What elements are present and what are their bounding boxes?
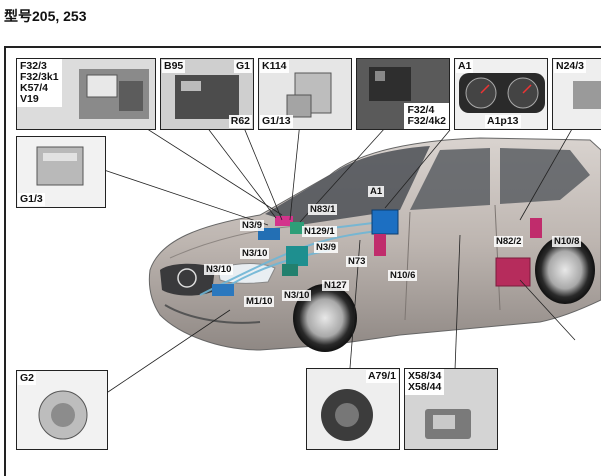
inset-n24-3: N24/3 [552, 58, 601, 130]
callout-n3-10-left: N3/10 [204, 264, 234, 275]
label-f32-4: F32/4 [407, 104, 435, 116]
label-b95: B95 [162, 60, 186, 73]
label-r62: R62 [228, 115, 252, 128]
fuse-box-2-labels: F32/4 F32/4k2 [404, 103, 449, 129]
x58-labels: X58/34 X58/44 [405, 369, 445, 395]
callout-n73: N73 [346, 256, 368, 267]
label-f32-4k2: F32/4k2 [407, 115, 446, 127]
inset-alternator: G2 [16, 370, 108, 450]
label-g2: G2 [18, 372, 37, 385]
label-k57-4: K57/4 [20, 82, 49, 94]
callout-n129-1: N129/1 [302, 226, 337, 237]
callout-n3-10-a: N3/10 [240, 248, 270, 259]
inset-instrument-cluster: A1 A1p13 [454, 58, 548, 130]
inset-fuse-box-2: F32/4 F32/4k2 [356, 58, 450, 130]
label-x58-44: X58/44 [408, 381, 442, 393]
n24-3-image [553, 59, 601, 129]
label-n24-3: N24/3 [554, 60, 587, 73]
inset-g1-3: G1/3 [16, 136, 106, 208]
label-g1-3: G1/3 [18, 193, 45, 206]
page-title: 型号205, 253 [4, 8, 87, 24]
inset-fuse-relay: F32/3 F32/3k1 K57/4 V19 [16, 58, 156, 130]
callout-n82-2: N82/2 [494, 236, 524, 247]
label-f32-3k1: F32/3k1 [20, 71, 59, 83]
label-a1: A1 [456, 60, 474, 73]
callout-a1: A1 [368, 186, 385, 197]
callout-n10-6: N10/6 [388, 270, 418, 281]
callout-n127: N127 [322, 280, 349, 291]
callout-n3-9-b: N3/9 [314, 242, 339, 253]
callout-n3-9-top: N3/9 [240, 220, 265, 231]
inset-aux-battery: K114 G1/13 [258, 58, 352, 130]
label-a1p13: A1p13 [485, 115, 521, 128]
callout-n10-8: N10/8 [552, 236, 582, 247]
inset-a79-1: A79/1 [306, 368, 400, 450]
label-g1: G1 [233, 60, 252, 73]
a79-1-image [307, 369, 399, 449]
label-v19: V19 [20, 93, 39, 105]
label-x58-34: X58/34 [408, 370, 442, 382]
front-wheel [293, 284, 357, 352]
label-f32-3: F32/3 [20, 60, 47, 72]
alternator-image [17, 371, 107, 449]
label-g1-13: G1/13 [260, 115, 293, 128]
callout-n3-10-b: N3/10 [282, 290, 312, 301]
fuse-relay-labels: F32/3 F32/3k1 K57/4 V19 [17, 59, 62, 107]
rear-wheel [535, 236, 595, 304]
diagram-frame [4, 46, 601, 476]
control-units [212, 209, 542, 296]
callout-m1-10: M1/10 [244, 296, 275, 307]
inset-battery: B95 G1 R62 [160, 58, 254, 130]
instrument-cluster-image [455, 59, 547, 129]
label-a79-1: A79/1 [365, 370, 398, 383]
callout-n83-1: N83/1 [308, 204, 338, 215]
label-k114: K114 [260, 60, 289, 73]
inset-x58: X58/34 X58/44 [404, 368, 498, 450]
